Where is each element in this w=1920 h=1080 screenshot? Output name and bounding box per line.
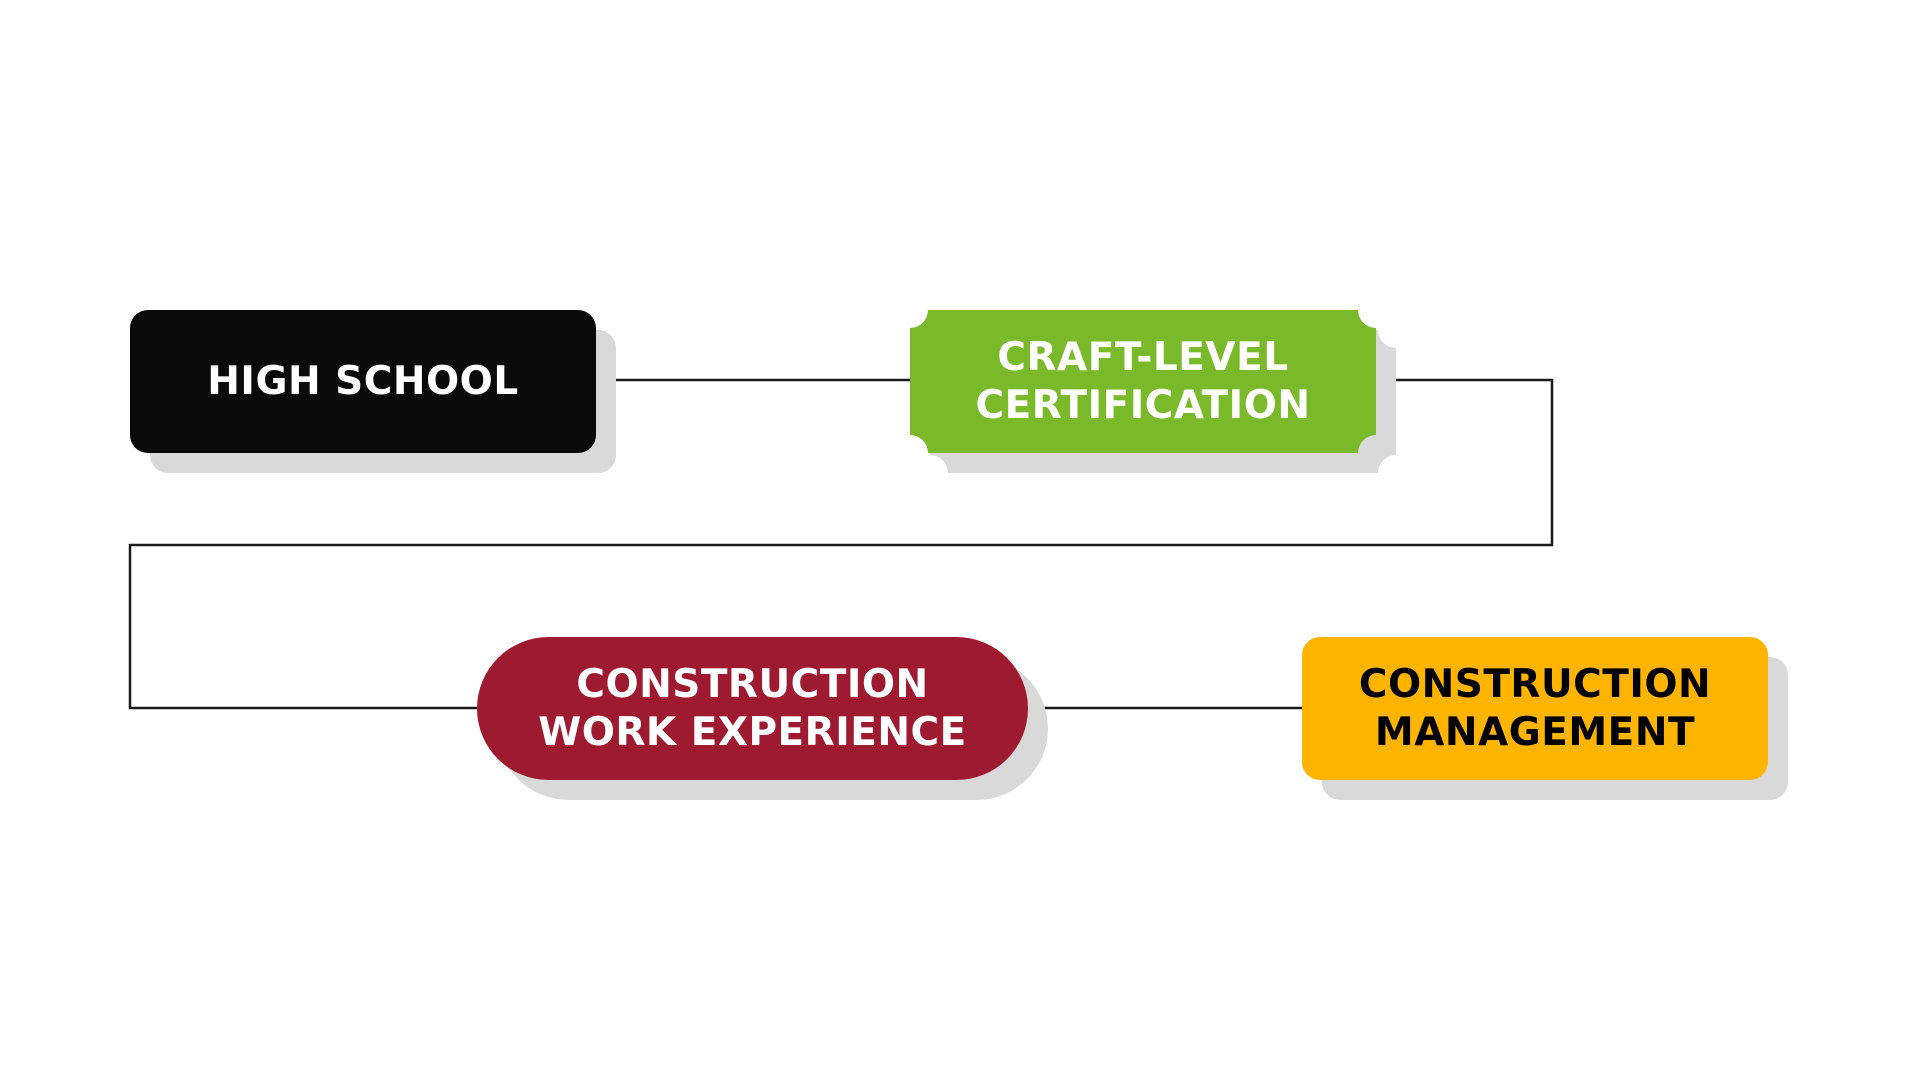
node-construction-management: CONSTRUCTION MANAGEMENT <box>1302 637 1768 780</box>
node-high-school: HIGH SCHOOL <box>130 310 596 453</box>
node-high-school-label: HIGH SCHOOL <box>207 358 519 404</box>
node-construction-work-experience-label: CONSTRUCTION WORK EXPERIENCE <box>538 661 967 755</box>
node-craft-level-certification-label: CRAFT-LEVEL CERTIFICATION <box>975 334 1311 428</box>
node-craft-level-certification: CRAFT-LEVEL CERTIFICATION <box>910 310 1376 453</box>
node-construction-management-label: CONSTRUCTION MANAGEMENT <box>1358 661 1712 755</box>
craft-level-certification-shape <box>910 310 1376 453</box>
connector-craft-level-to-work-experience <box>128 378 1554 710</box>
node-construction-work-experience: CONSTRUCTION WORK EXPERIENCE <box>477 637 1028 780</box>
